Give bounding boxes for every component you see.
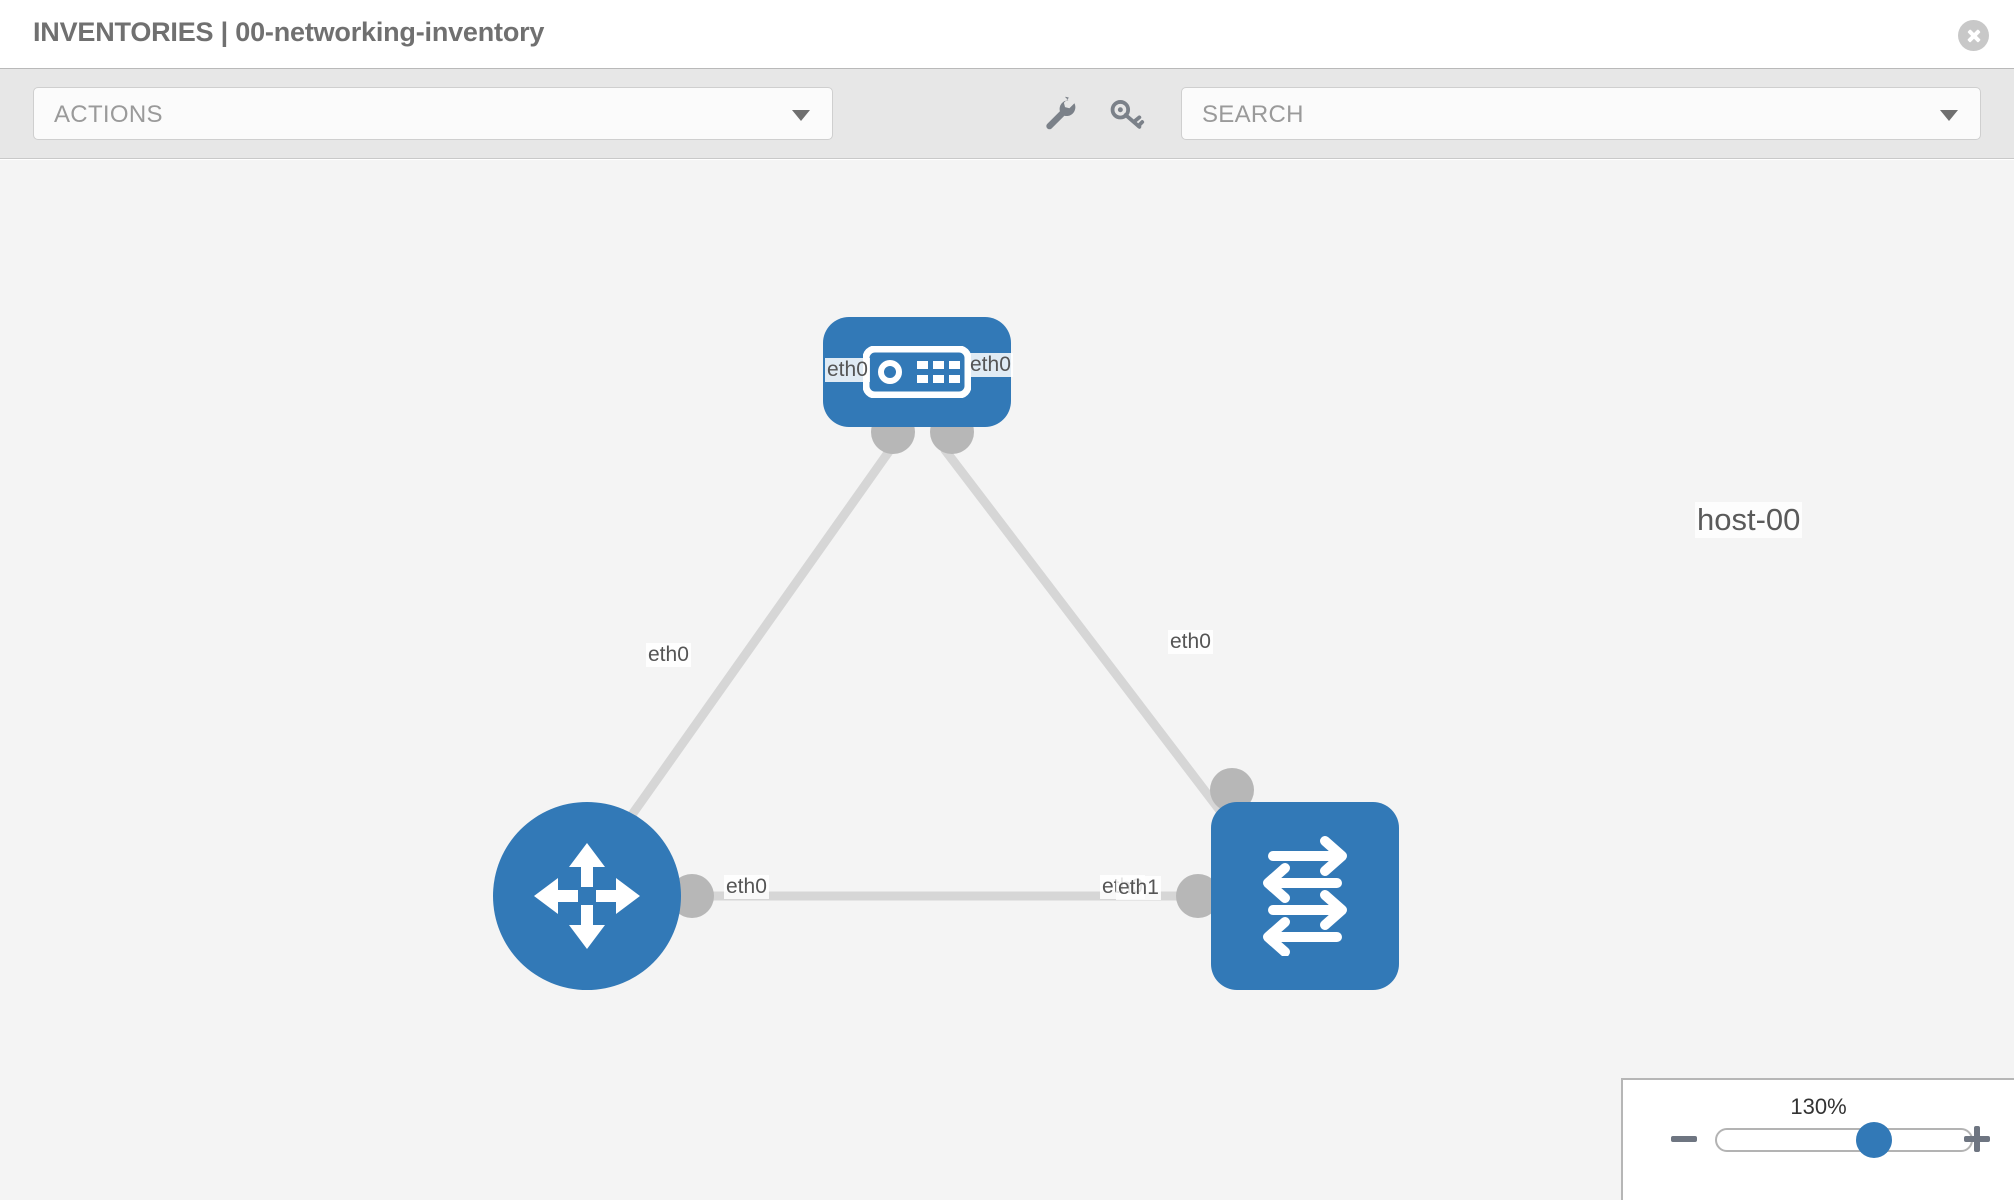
iface-label-switch-upper: eth0 [1168, 630, 1213, 654]
title-bar: INVENTORIES | 00-networking-inventory [0, 0, 2014, 69]
link-host-switch [940, 445, 1255, 855]
router-node-shape[interactable] [493, 802, 681, 990]
connector-handle-switch-left [1176, 874, 1220, 918]
router-arrows-icon [534, 843, 640, 949]
actions-dropdown[interactable]: ACTIONS [33, 87, 833, 140]
switch-node-shape[interactable] [1211, 802, 1399, 990]
zoom-control-panel: 130% [1621, 1078, 2014, 1200]
connector-handle-router-right [670, 874, 714, 918]
zoom-slider-track[interactable] [1715, 1122, 1973, 1158]
topology-links-layer [595, 410, 1255, 918]
iface-label-host-left: eth0 [825, 358, 870, 382]
chevron-down-icon[interactable] [1940, 109, 1958, 121]
actions-dropdown-label: ACTIONS [54, 101, 163, 128]
search-placeholder: SEARCH [1202, 101, 1304, 128]
zoom-in-button[interactable] [1962, 1124, 1992, 1154]
chevron-down-icon [792, 109, 810, 121]
wrench-icon[interactable] [1040, 95, 1080, 133]
iface-label-router-upper: eth0 [646, 643, 691, 667]
zoom-slider-thumb[interactable] [1856, 1122, 1893, 1158]
zoom-percent-label: 130% [1790, 1094, 1847, 1119]
switch-arrows-icon [1263, 836, 1347, 956]
toolbar: ACTIONS SEARCH [0, 69, 2014, 159]
key-icon[interactable] [1107, 95, 1147, 133]
iface-label-router-right: eth0 [724, 875, 769, 899]
iface-label-host-right: eth0 [968, 353, 1013, 377]
server-device-icon [863, 346, 971, 398]
iface-label-switch-left: eth1 [1116, 876, 1161, 900]
close-icon[interactable] [1958, 20, 1989, 51]
link-host-router [595, 445, 895, 865]
page-title: INVENTORIES | 00-networking-inventory [33, 17, 545, 47]
connector-handle-switch-top [1210, 768, 1254, 812]
node-label-host-00: host-00 [1695, 502, 1803, 538]
search-input[interactable]: SEARCH [1181, 87, 1981, 140]
zoom-out-button[interactable] [1669, 1124, 1699, 1154]
topology-canvas[interactable]: host-00 router-00 [0, 160, 2014, 1200]
